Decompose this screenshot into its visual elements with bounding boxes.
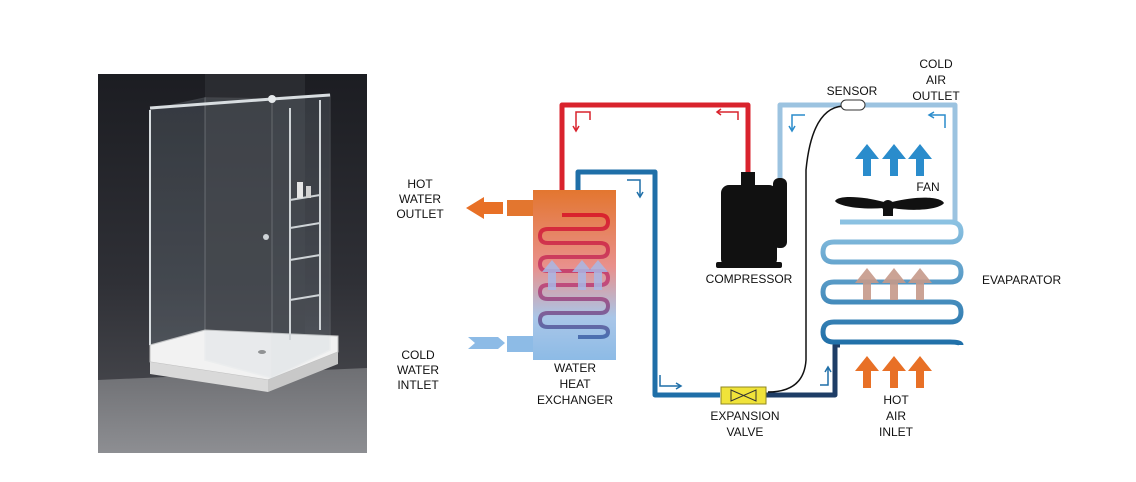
svg-text:OUTLET: OUTLET [912, 89, 960, 103]
fan-blade-left [835, 196, 884, 209]
svg-text:AIR: AIR [886, 409, 906, 423]
hot-air-inlet-label: HOT AIR INLET [879, 393, 914, 439]
drain [258, 350, 266, 354]
door-handle [263, 234, 269, 240]
expansion-valve-label: EXPANSION VALVE [710, 409, 779, 439]
photo-floor [98, 368, 367, 453]
compressor-label: COMPRESSOR [706, 272, 793, 286]
shower-tray-side [268, 352, 338, 392]
evaporator-feed-pipe [766, 342, 840, 398]
compressor [716, 172, 787, 268]
svg-text:WATER: WATER [397, 363, 439, 377]
svg-text:OUTLET: OUTLET [396, 207, 444, 221]
svg-text:HOT: HOT [883, 393, 909, 407]
rail-connector [268, 95, 276, 103]
svg-text:COLD: COLD [919, 57, 953, 71]
evaparator-label: EVAPARATOR [982, 273, 1061, 287]
svg-text:EXPANSION: EXPANSION [710, 409, 779, 423]
svg-text:COLD: COLD [401, 348, 435, 362]
accumulator [773, 178, 787, 248]
sensor-label: SENSOR [827, 84, 878, 98]
svg-text:WATER: WATER [399, 192, 441, 206]
water-heat-exchanger [507, 190, 616, 360]
fan [835, 196, 944, 216]
svg-text:HOT: HOT [407, 177, 433, 191]
svg-text:EXCHANGER: EXCHANGER [537, 393, 613, 407]
sensor [840, 99, 866, 111]
condenser-coil [537, 213, 611, 339]
valve-symbol [730, 389, 757, 402]
svg-text:VALVE: VALVE [727, 425, 764, 439]
evaporator-air-arrows [855, 268, 932, 300]
water-heat-exchanger-label: WATER HEAT EXCHANGER [537, 361, 613, 407]
cold-water-inlet-port [507, 336, 533, 352]
top-rail [149, 97, 273, 110]
shower-enclosure-photo [98, 74, 367, 453]
glass-panel-left [149, 97, 206, 346]
hot-water-outlet-arrow [466, 197, 503, 219]
tank-body [533, 190, 616, 360]
hot-refrigerant-pipe [559, 102, 751, 215]
svg-text:INTLET: INTLET [397, 378, 439, 392]
flow-direction-arrows [572, 108, 946, 390]
hot-water-outlet-port [507, 200, 533, 216]
glass-panel-side [271, 94, 331, 380]
fan-blade-right [892, 197, 944, 210]
svg-text:WATER: WATER [554, 361, 596, 375]
compressor-body [721, 185, 777, 267]
hot-water-outlet-label: HOT WATER OUTLET [396, 177, 444, 221]
bottle [297, 182, 303, 198]
cold-air-outlet-label: COLD AIR OUTLET [912, 57, 960, 103]
cold-air-outlet-arrows [855, 144, 932, 176]
heat-rising-arrows [542, 260, 608, 290]
cold-water-intlet-label: COLD WATER INTLET [397, 348, 439, 392]
svg-text:AIR: AIR [926, 73, 946, 87]
bottle [306, 186, 311, 198]
corner-shelves [289, 100, 321, 340]
shower-tray-front [150, 362, 268, 392]
svg-text:HEAT: HEAT [559, 377, 591, 391]
fan-label: FAN [916, 180, 939, 194]
svg-text:INLET: INLET [879, 425, 914, 439]
photo-back-wall [205, 74, 305, 374]
expansion-valve [720, 386, 767, 405]
cold-water-inlet-arrow [475, 337, 505, 349]
hot-air-inlet-arrows [855, 356, 932, 388]
evaporator-coil [820, 219, 964, 346]
glass-door [204, 97, 273, 379]
sensor-wire [767, 105, 844, 393]
